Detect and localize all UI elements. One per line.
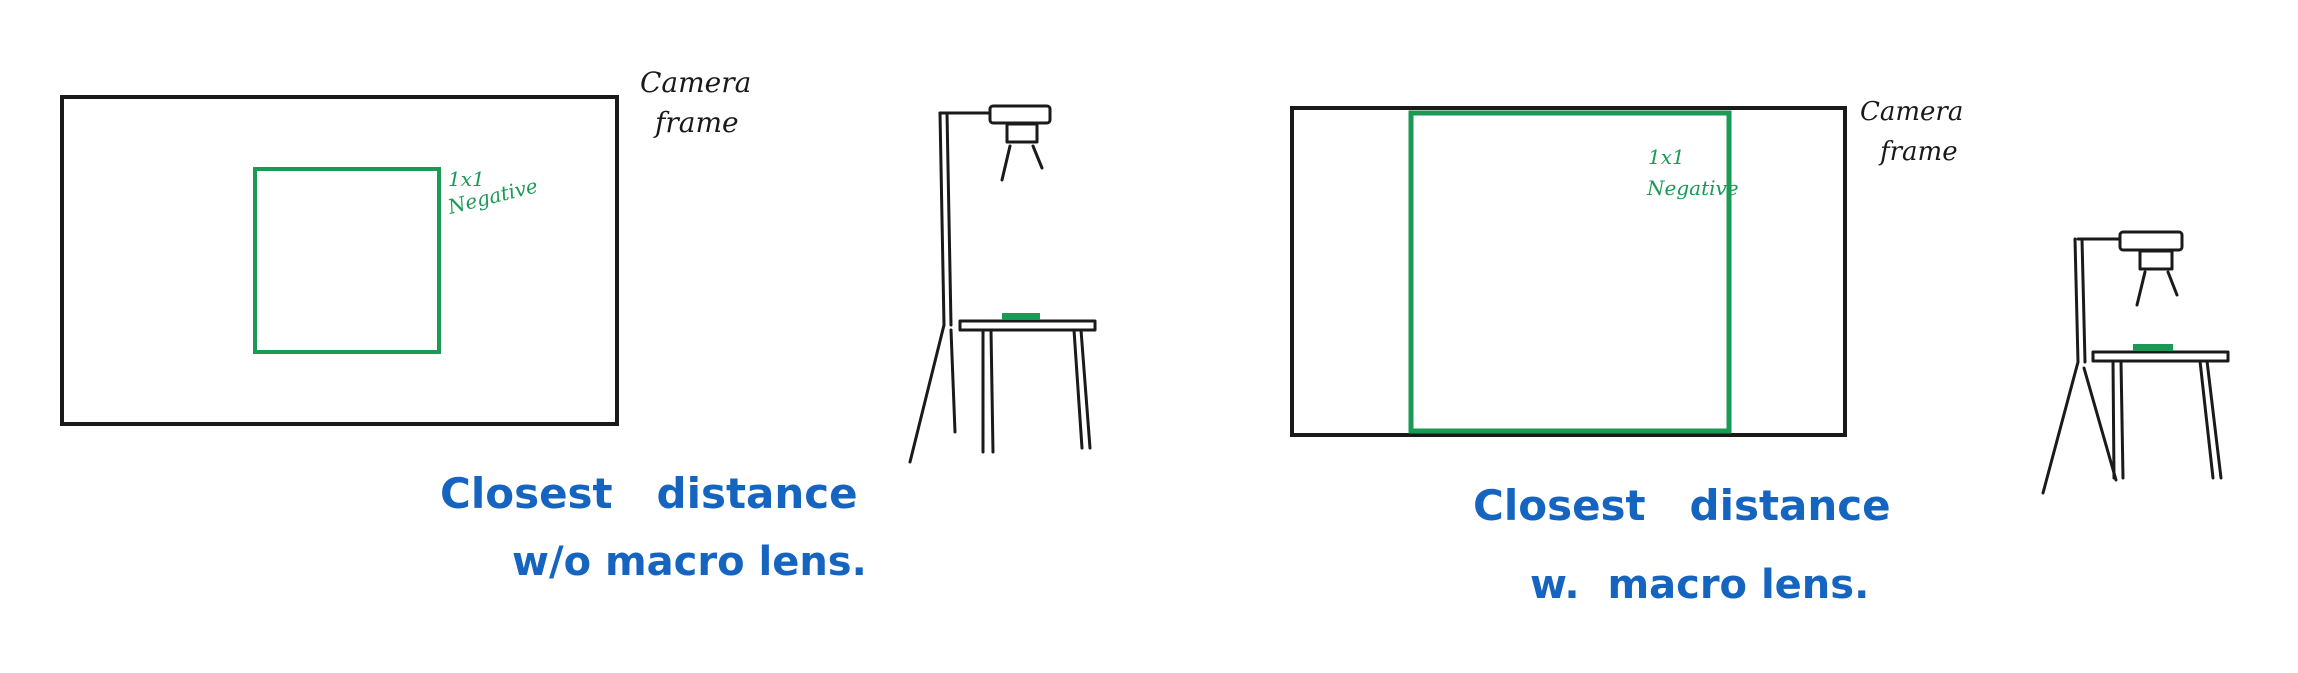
camera-lens	[1005, 122, 1039, 144]
camera-lens	[2138, 249, 2174, 271]
light-ray	[1000, 144, 1012, 182]
negative-square	[253, 167, 441, 354]
stand-leg	[2082, 366, 2118, 482]
light-ray	[1031, 144, 1044, 170]
copy-stand-illustration	[2041, 230, 2230, 495]
stand-leg	[908, 323, 946, 464]
caption-line1: Closest distance	[440, 469, 858, 518]
table-leg	[1072, 328, 1092, 450]
negative-on-table	[1002, 313, 1040, 320]
caption-line2: w/o macro lens.	[512, 539, 867, 585]
panel-without-macro: Camera frame 1x1 Negative	[60, 66, 1097, 585]
caption-line1: Closest distance	[1473, 481, 1891, 530]
copy-stand-illustration	[908, 104, 1097, 464]
panel-with-macro: Camera frame 1x1 Negative Closest distan…	[1290, 97, 2230, 608]
light-ray	[2135, 270, 2147, 307]
light-ray	[2166, 270, 2179, 297]
table-leg	[2198, 359, 2223, 480]
stand-leg	[949, 328, 957, 434]
negative-square	[1408, 110, 1732, 434]
camera-frame-rect	[1290, 106, 1847, 437]
camera-frame-label-line1: Camera	[640, 66, 751, 99]
stand-pole	[2073, 237, 2087, 364]
camera-body	[988, 104, 1052, 125]
camera-body	[2118, 230, 2184, 252]
camera-frame-rect	[60, 95, 619, 426]
table-top	[958, 319, 1097, 332]
camera-frame-label-line2: frame	[653, 106, 739, 139]
table-leg	[981, 328, 995, 454]
table-top	[2091, 350, 2230, 363]
stand-pole	[938, 111, 953, 327]
caption-line2: w. macro lens.	[1530, 562, 1869, 608]
negative-label-line1: 1x1	[448, 167, 485, 191]
table-leg	[2111, 359, 2125, 480]
stand-leg	[2041, 360, 2080, 495]
camera-frame-label-line2: frame	[1878, 137, 1958, 167]
negative-on-table	[2133, 344, 2173, 351]
camera-frame-label-line1: Camera	[1860, 97, 1963, 127]
negative-label-line1: 1x1	[1648, 145, 1685, 169]
negative-label-line2: Negative	[1646, 176, 1739, 200]
